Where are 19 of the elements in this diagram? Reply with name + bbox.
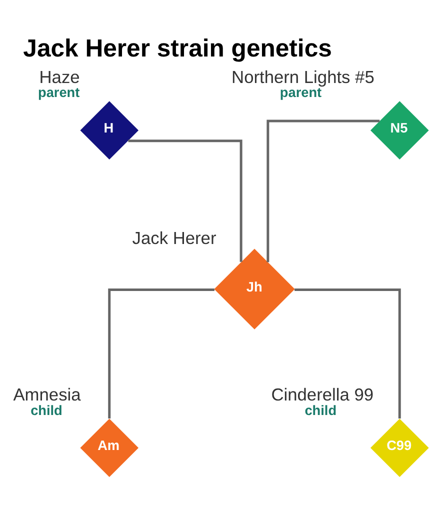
node-label: child xyxy=(30,402,62,418)
connector xyxy=(266,120,380,262)
node-label: child xyxy=(304,402,337,418)
node-label: Amnesia xyxy=(13,384,81,404)
node-label: parent xyxy=(280,85,322,100)
node-diamond: Jh xyxy=(214,248,295,330)
connector xyxy=(128,140,242,262)
node-label: Jack Herer xyxy=(132,228,216,248)
node-diamond: H xyxy=(80,101,138,160)
node-diamond: N5 xyxy=(370,101,429,160)
connector xyxy=(108,288,214,419)
diagram-title: Jack Herer strain genetics xyxy=(23,36,332,63)
node-label: Haze xyxy=(39,66,80,87)
node-label: Northern Lights #5 xyxy=(232,66,374,87)
node-diamond: Am xyxy=(80,418,138,478)
connector xyxy=(294,288,401,419)
node-label: parent xyxy=(38,85,80,100)
node-label: Cinderella 99 xyxy=(271,384,374,404)
node-diamond: C99 xyxy=(370,418,429,478)
